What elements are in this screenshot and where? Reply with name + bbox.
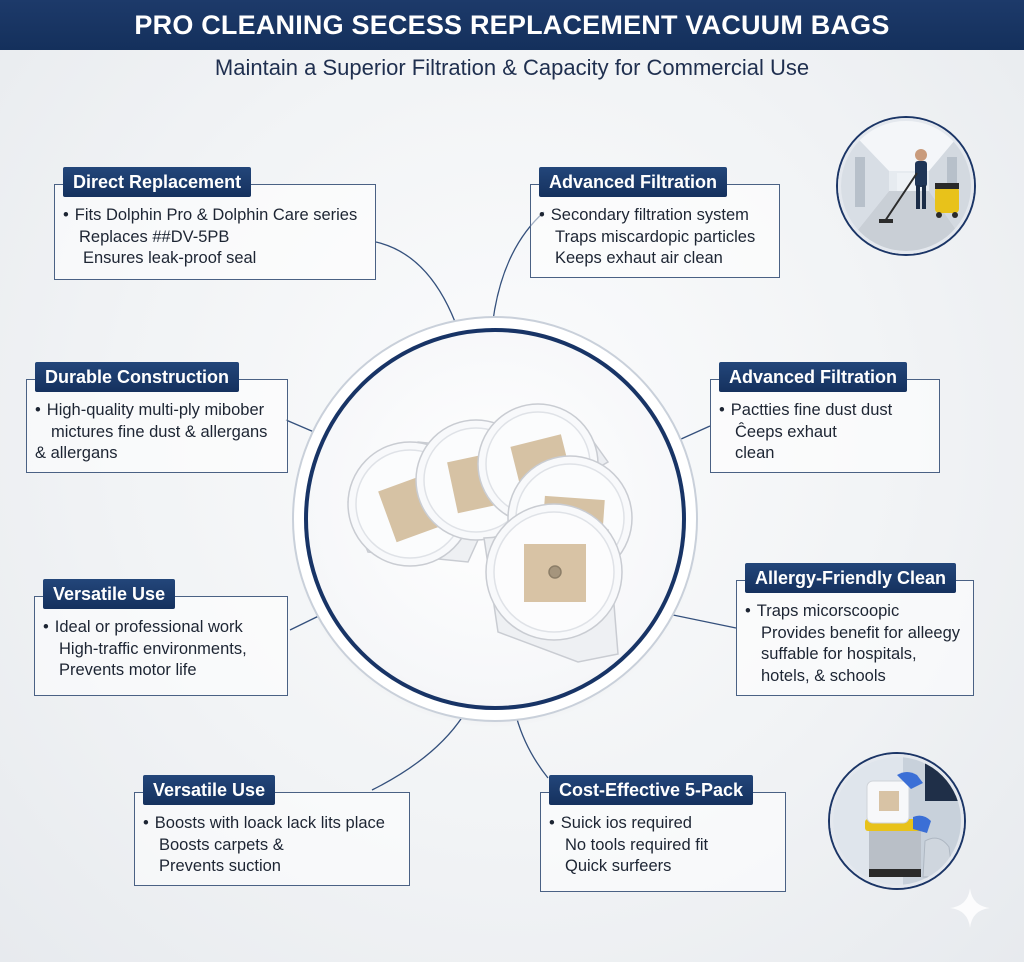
- feature-line: & allergans: [35, 444, 118, 462]
- feature-line: Ensures leak-proof seal: [83, 249, 257, 267]
- feature-line: No tools required fit: [565, 835, 709, 854]
- card-title: Cost-Effective 5-Pack: [549, 775, 754, 805]
- card-cost-effective: Cost-Effective 5-Pack Suick ios required…: [540, 775, 786, 892]
- feature-line: Ideal or professional work: [53, 617, 277, 639]
- feature-line: Provides benefit for alleegy: [761, 623, 961, 642]
- card-title: Direct Replacement: [63, 167, 252, 197]
- feature-line: High-quality multi-ply mibober: [45, 400, 277, 422]
- feature-line: Keeps exhaut air clean: [555, 249, 723, 267]
- feature-line: mictures fine dust & allergans: [51, 422, 268, 441]
- feature-line: Ĉeeps exhaut: [735, 422, 837, 441]
- feature-line: Boosts with loack lack lits place: [153, 813, 399, 835]
- janitor-vacuuming-hallway-photo: [838, 118, 974, 254]
- feature-line: suffable for hospitals,: [761, 645, 917, 663]
- card-title: Durable Construction: [35, 362, 240, 392]
- card-allergy-friendly: Allergy-Friendly Clean Traps micorscoopi…: [736, 563, 974, 696]
- feature-line: High-traffic environments,: [59, 639, 247, 658]
- card-advanced-filtration-right: Advanced Filtration Pactties fine dust d…: [710, 362, 940, 473]
- card-durable-construction: Durable Construction High-quality multi-…: [26, 362, 288, 473]
- product-hero-circle: [304, 328, 686, 710]
- gloved-hands-changing-bag-photo: [830, 754, 964, 888]
- card-title: Advanced Filtration: [719, 362, 908, 392]
- feature-line: Prevents motor life: [59, 661, 197, 679]
- feature-line: Quick surfeers: [565, 857, 672, 875]
- title-banner: PRO CLEANING SECESS REPLACEMENT VACUUM B…: [0, 0, 1024, 50]
- feature-line: Traps miscardopic particles: [555, 227, 756, 246]
- page-title: PRO CLEANING SECESS REPLACEMENT VACUUM B…: [134, 9, 890, 40]
- card-versatile-use-left: Versatile Use Ideal or professional work…: [34, 579, 288, 696]
- card-title: Versatile Use: [43, 579, 176, 609]
- feature-line: Secondary filtration system: [549, 205, 769, 227]
- card-title: Allergy-Friendly Clean: [745, 563, 957, 593]
- feature-line: Fits Dolphin Pro & Dolphin Care series: [73, 205, 365, 227]
- feature-line: Boosts carpets &: [159, 835, 284, 854]
- sparkle-icon: [950, 888, 990, 928]
- feature-line: Pactties fine dust dust: [729, 400, 929, 422]
- card-direct-replacement: Direct Replacement Fits Dolphin Pro & Do…: [54, 167, 376, 280]
- page-subtitle: Maintain a Superior Filtration & Capacit…: [214, 55, 810, 80]
- card-advanced-filtration-top: Advanced Filtration Secondary filtration…: [530, 167, 780, 278]
- feature-line: Replaces ##DV-5PB: [79, 227, 230, 246]
- card-title: Advanced Filtration: [539, 167, 728, 197]
- card-title: Versatile Use: [143, 775, 276, 805]
- feature-line: Traps micorscoopic: [755, 601, 963, 623]
- feature-line: clean: [735, 444, 775, 462]
- card-versatile-use-bottom: Versatile Use Boosts with loack lack lit…: [134, 775, 410, 886]
- vacuum-bags-stack-image: [347, 403, 633, 663]
- feature-line: Suick ios required: [559, 813, 775, 835]
- feature-line: Prevents suction: [159, 857, 281, 875]
- feature-line: hotels, & schools: [761, 666, 886, 685]
